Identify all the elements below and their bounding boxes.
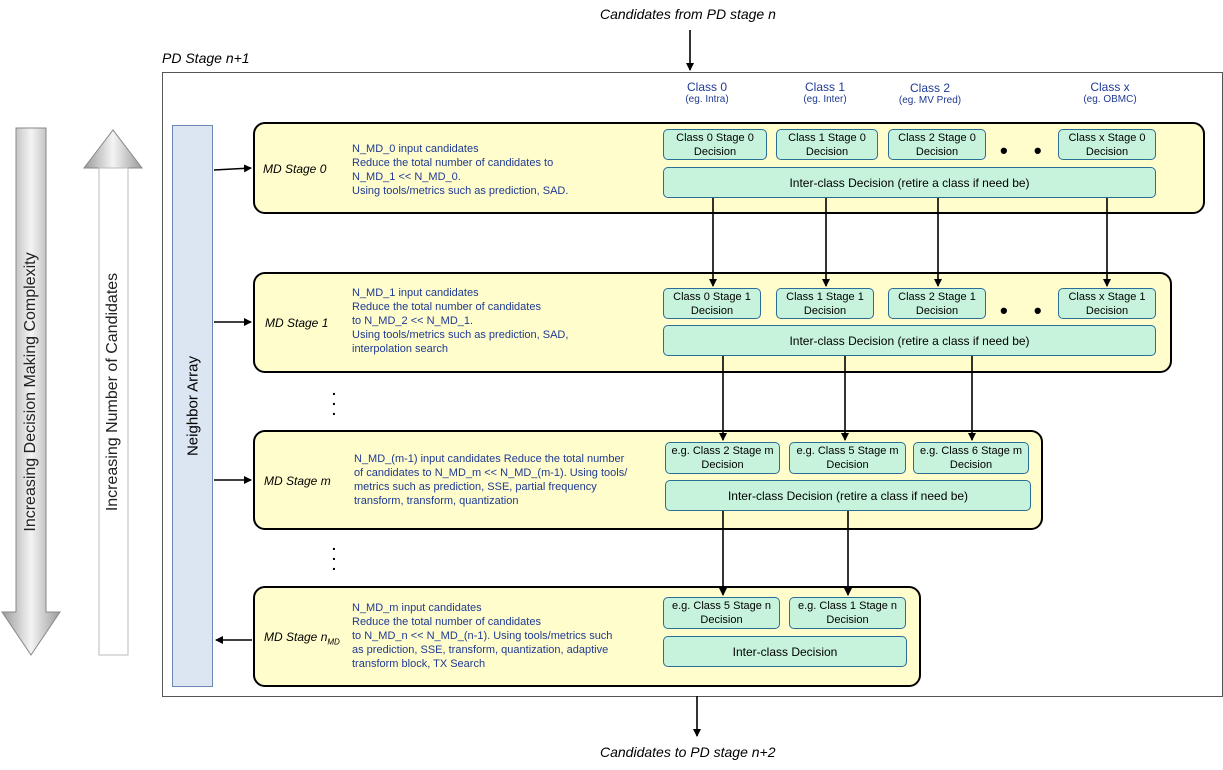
stage0-inter-class-decision: Inter-class Decision (retire a class if …	[663, 167, 1156, 198]
neighbor-array: Neighbor Array	[172, 125, 213, 687]
complexity-label: Increasing Decision Making Complexity	[22, 252, 39, 532]
vertical-ellipsis-1: ...	[332, 382, 336, 418]
stage1-inter-class-decision: Inter-class Decision (retire a class if …	[663, 325, 1156, 356]
class-header-2: Class 2 (eg. MV Pred)	[898, 81, 962, 106]
pd-stage-label: PD Stage n+1	[162, 50, 250, 66]
class-header-1: Class 1 (eg. Inter)	[803, 80, 847, 105]
class-header-0: Class 0 (eg. Intra)	[685, 80, 729, 105]
class-header-x: Class x (eg. OBMC)	[1083, 80, 1137, 105]
md-stage-0-label: MD Stage 0	[263, 162, 327, 176]
vertical-ellipsis-2: ...	[332, 537, 336, 573]
md-stage-m-label: MD Stage m	[264, 474, 331, 488]
candidates-label: Increasing Number of Candidates	[104, 272, 121, 512]
stagem-inter-class-decision: Inter-class Decision (retire a class if …	[665, 480, 1031, 511]
md-stage-1-label: MD Stage 1	[265, 316, 329, 330]
output-candidates-label: Candidates to PD stage n+2	[600, 744, 776, 760]
md-stage-n-label: MD Stage nMD	[264, 630, 340, 647]
stagen-inter-class-decision: Inter-class Decision	[663, 636, 907, 667]
md-stage-m-desc: N_MD_(m-1) input candidates Reduce the t…	[354, 453, 628, 507]
neighbor-array-label: Neighbor Array	[184, 355, 201, 457]
input-candidates-label: Candidates from PD stage n	[600, 6, 776, 22]
